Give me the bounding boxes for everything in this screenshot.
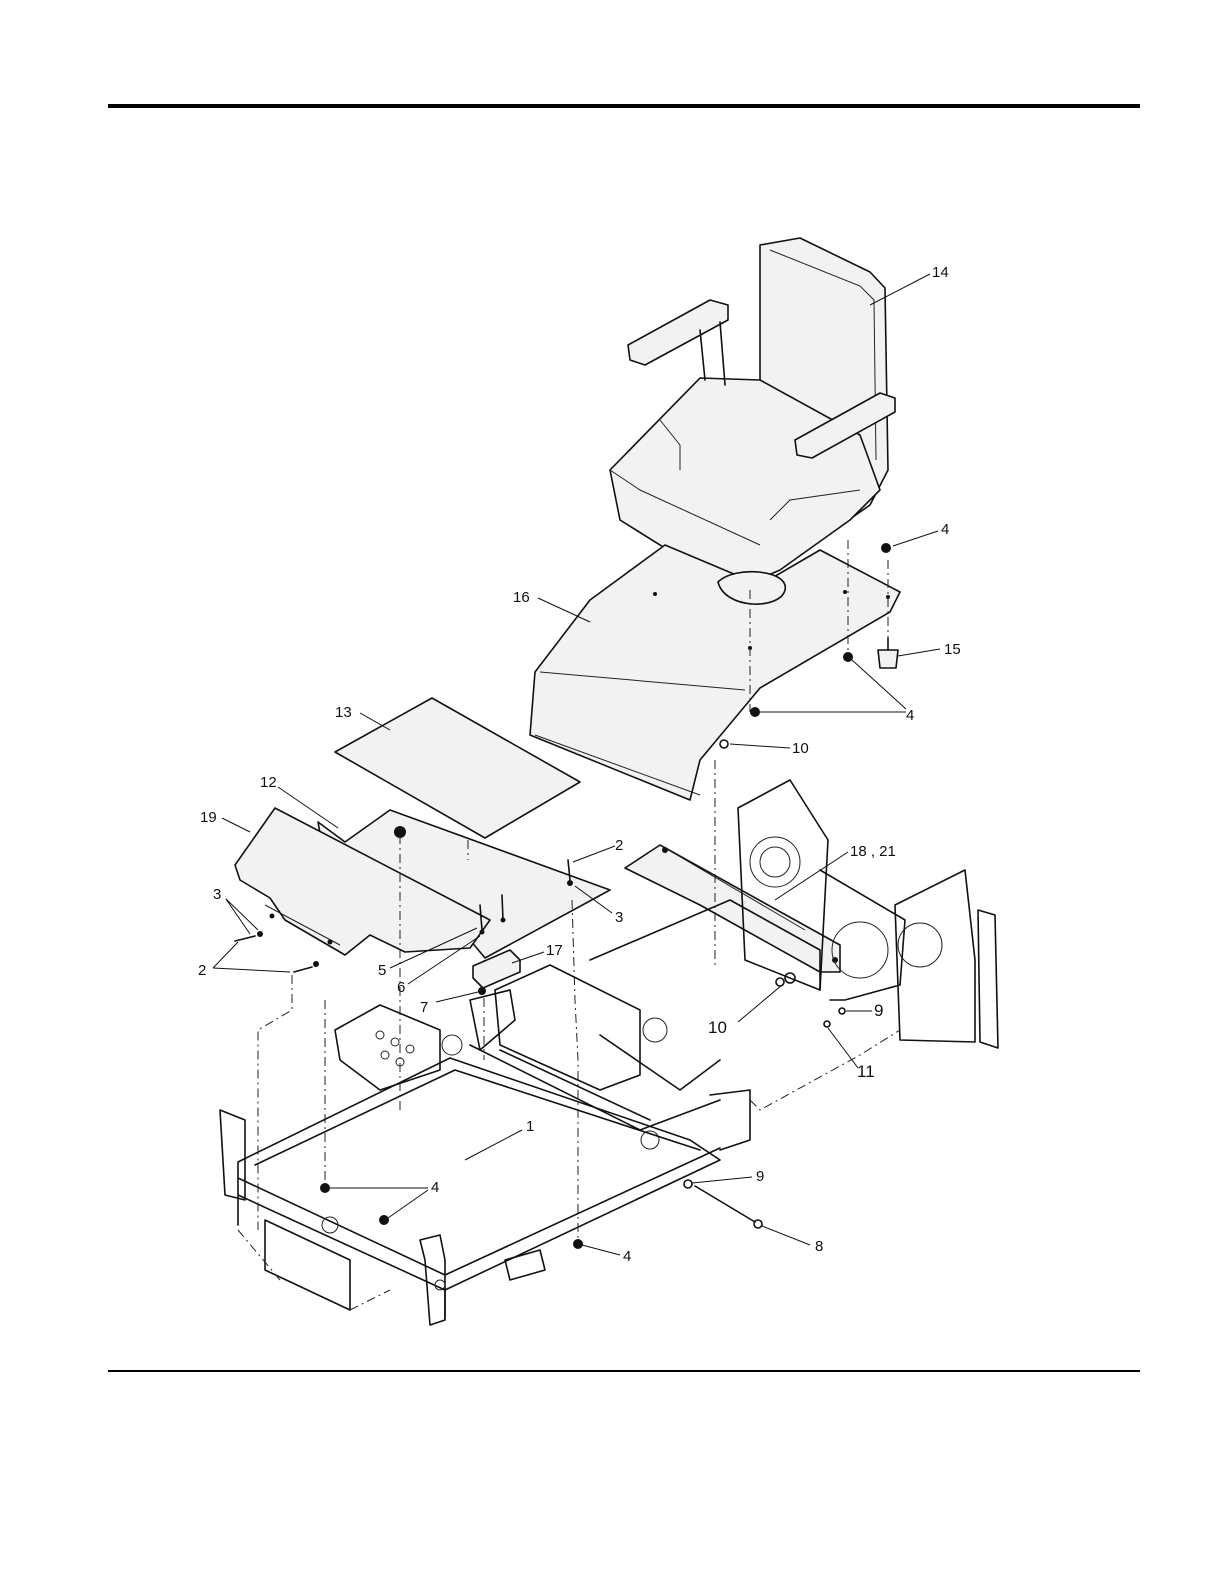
mounting-bracket (625, 845, 840, 972)
callout-3-left: 3 (213, 886, 221, 903)
callout-11: 11 (857, 1062, 875, 1081)
callout-2-left: 2 (198, 962, 206, 979)
callout-6: 6 (397, 979, 405, 996)
callout-2-upper: 2 (615, 837, 623, 854)
callout-18-21: 18 , 21 (850, 843, 896, 860)
callout-12: 12 (260, 774, 277, 791)
callout-10-upper: 10 (792, 740, 809, 757)
callout-1: 1 (526, 1118, 534, 1135)
callout-10-lower: 10 (708, 1018, 727, 1037)
callout-9-upper: 9 (874, 1001, 883, 1020)
callout-5: 5 (378, 962, 386, 979)
callout-13: 13 (335, 704, 352, 721)
callout-4-right: 4 (906, 707, 914, 724)
callout-4-bottom: 4 (623, 1248, 631, 1265)
callout-3-upper: 3 (615, 909, 623, 926)
callout-19: 19 (200, 809, 217, 826)
callout-17: 17 (546, 942, 563, 959)
main-frame (220, 1058, 720, 1325)
callout-14: 14 (932, 264, 949, 281)
callout-9-lower: 9 (756, 1168, 764, 1185)
callout-15: 15 (944, 641, 961, 658)
callout-7: 7 (420, 999, 428, 1016)
callout-4-top: 4 (941, 521, 949, 538)
callout-16: 16 (513, 589, 530, 606)
seat (610, 238, 895, 585)
callout-4-frame: 4 (431, 1179, 439, 1196)
callout-8: 8 (815, 1238, 823, 1255)
